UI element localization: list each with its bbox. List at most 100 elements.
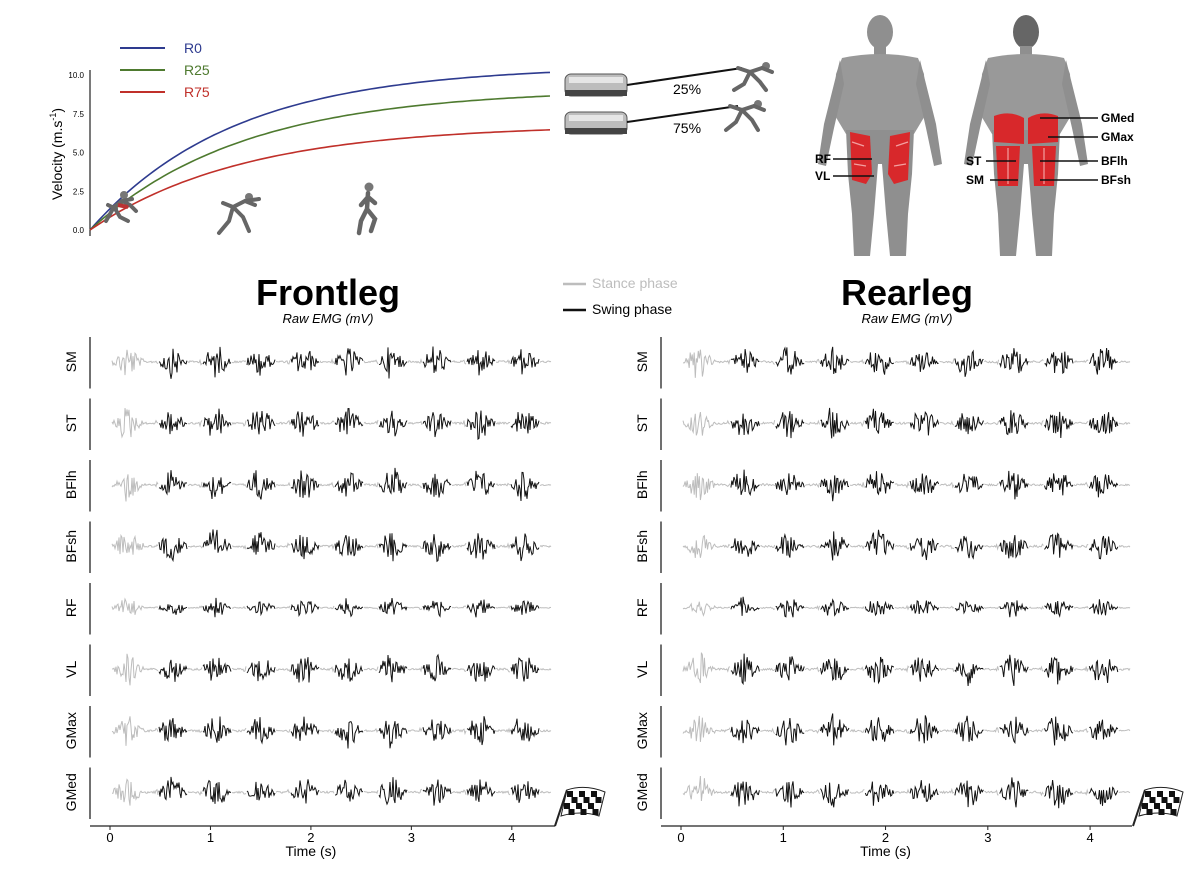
glute-highlight xyxy=(994,113,1024,144)
emg-trace-swing xyxy=(158,716,540,749)
rf-highlight xyxy=(850,132,872,184)
time-axis-label: Time (s) xyxy=(286,843,337,859)
time-tick-label: 0 xyxy=(677,830,684,845)
velocity-line-r25 xyxy=(89,95,551,231)
sled-25-tether xyxy=(626,67,743,86)
emg-trace-swing xyxy=(730,777,1119,809)
velocity-chart: 0.02.55.07.510.0 Velocity (m.s-1) R0R25R… xyxy=(48,40,774,236)
emg-trace-swing xyxy=(158,597,540,618)
emg-trace-swing xyxy=(158,407,540,441)
velocity-y-tick: 0.0 xyxy=(73,226,85,235)
time-tick-label: 3 xyxy=(408,830,415,845)
label-sm: SM xyxy=(966,173,984,187)
channel-label-gmax: GMax xyxy=(63,712,79,749)
channel-label-rf: RF xyxy=(63,598,79,617)
emg-trace-stance xyxy=(682,715,1131,742)
anatomy-back xyxy=(964,15,1088,256)
label-gmed: GMed xyxy=(1101,111,1134,125)
channel-label-rf: RF xyxy=(634,598,650,617)
finish-flag-icon xyxy=(554,786,606,827)
channel-label-vl: VL xyxy=(63,660,79,677)
velocity-y-tick: 5.0 xyxy=(73,149,85,158)
emg-trace-stance xyxy=(682,473,1131,501)
time-tick-label: 4 xyxy=(1086,830,1093,845)
panel-title: Frontleg xyxy=(256,272,400,313)
emg-trace-swing xyxy=(158,529,540,563)
muscle-labels: RF VL ST SM GMed GMax BFlh BFsh xyxy=(815,111,1134,187)
label-bfsh: BFsh xyxy=(1101,173,1131,187)
velocity-y-ticks: 0.0 2.5 5.0 7.5 10.0 xyxy=(68,71,84,235)
channel-label-gmed: GMed xyxy=(63,773,79,811)
channel-label-bfsh: BFsh xyxy=(63,530,79,563)
velocity-y-tick: 10.0 xyxy=(68,71,84,80)
emg-trace-stance xyxy=(682,652,1131,684)
channel-label-bflh: BFlh xyxy=(634,470,650,499)
emg-trace-stance xyxy=(111,653,552,686)
emg-trace-stance xyxy=(111,349,552,376)
legend-label-r75: R75 xyxy=(184,84,210,100)
time-tick-label: 2 xyxy=(882,830,889,845)
velocity-y-tick: 2.5 xyxy=(73,187,85,196)
label-gmax: GMax xyxy=(1101,130,1134,144)
time-tick-label: 2 xyxy=(307,830,314,845)
channel-label-vl: VL xyxy=(634,660,650,677)
emg-trace-stance xyxy=(682,775,1131,802)
channel-label-sm: SM xyxy=(634,351,650,372)
time-tick-label: 1 xyxy=(780,830,787,845)
channel-label-bflh: BFlh xyxy=(63,470,79,499)
label-vl: VL xyxy=(815,169,830,183)
label-st: ST xyxy=(966,154,982,168)
emg-trace-stance xyxy=(682,349,1131,378)
emg-trace-swing xyxy=(730,653,1119,687)
velocity-y-label: Velocity (m.s-1) xyxy=(48,108,65,200)
time-tick-label: 1 xyxy=(207,830,214,845)
emg-trace-stance xyxy=(111,597,552,615)
channel-label-st: ST xyxy=(63,414,79,432)
phase-legend: Stance phase Swing phase xyxy=(563,275,678,317)
finish-flag-icon xyxy=(1132,786,1184,827)
velocity-y-tick: 7.5 xyxy=(73,110,85,119)
label-rf: RF xyxy=(815,152,831,166)
sled-25-icon xyxy=(564,73,628,97)
sled-runner-icon-75 xyxy=(724,100,766,132)
time-tick-label: 3 xyxy=(984,830,991,845)
emg-trace-swing xyxy=(730,469,1119,502)
legend-label-r0: R0 xyxy=(184,40,202,56)
sled-75-icon xyxy=(564,111,628,135)
emg-trace-swing xyxy=(158,467,540,502)
channel-label-st: ST xyxy=(634,414,650,432)
time-axis-label: Time (s) xyxy=(860,843,911,859)
emg-trace-stance xyxy=(111,533,552,555)
legend-label-r25: R25 xyxy=(184,62,210,78)
velocity-line-r0 xyxy=(89,71,551,231)
channel-label-bfsh: BFsh xyxy=(634,530,650,563)
legend-stance: Stance phase xyxy=(592,275,678,291)
emg-trace-swing xyxy=(730,596,1119,618)
emg-trace-stance xyxy=(682,601,1131,617)
emg-trace-swing xyxy=(158,346,540,379)
emg-trace-stance xyxy=(682,534,1131,558)
emg-trace-swing xyxy=(730,346,1118,377)
velocity-series xyxy=(89,71,551,231)
emg-trace-swing xyxy=(158,776,540,806)
sled-runner-icon-25 xyxy=(732,62,774,92)
emg-trace-swing xyxy=(730,407,1119,439)
time-tick-label: 4 xyxy=(508,830,515,845)
channel-label-gmed: GMed xyxy=(634,773,650,811)
emg-trace-swing xyxy=(158,653,540,683)
legend-swing: Swing phase xyxy=(592,301,672,317)
sled-75-label: 75% xyxy=(673,120,701,136)
emg-trace-stance xyxy=(111,408,552,439)
runner-icon-mid xyxy=(217,193,261,235)
sled-25-label: 25% xyxy=(673,81,701,97)
emg-trace-stance xyxy=(112,778,552,806)
channel-label-gmax: GMax xyxy=(634,712,650,749)
emg-trace-stance xyxy=(682,412,1131,436)
sled-75-tether xyxy=(626,105,739,123)
panel-subtitle: Raw EMG (mV) xyxy=(283,311,374,326)
emg-trace-swing xyxy=(730,713,1119,746)
